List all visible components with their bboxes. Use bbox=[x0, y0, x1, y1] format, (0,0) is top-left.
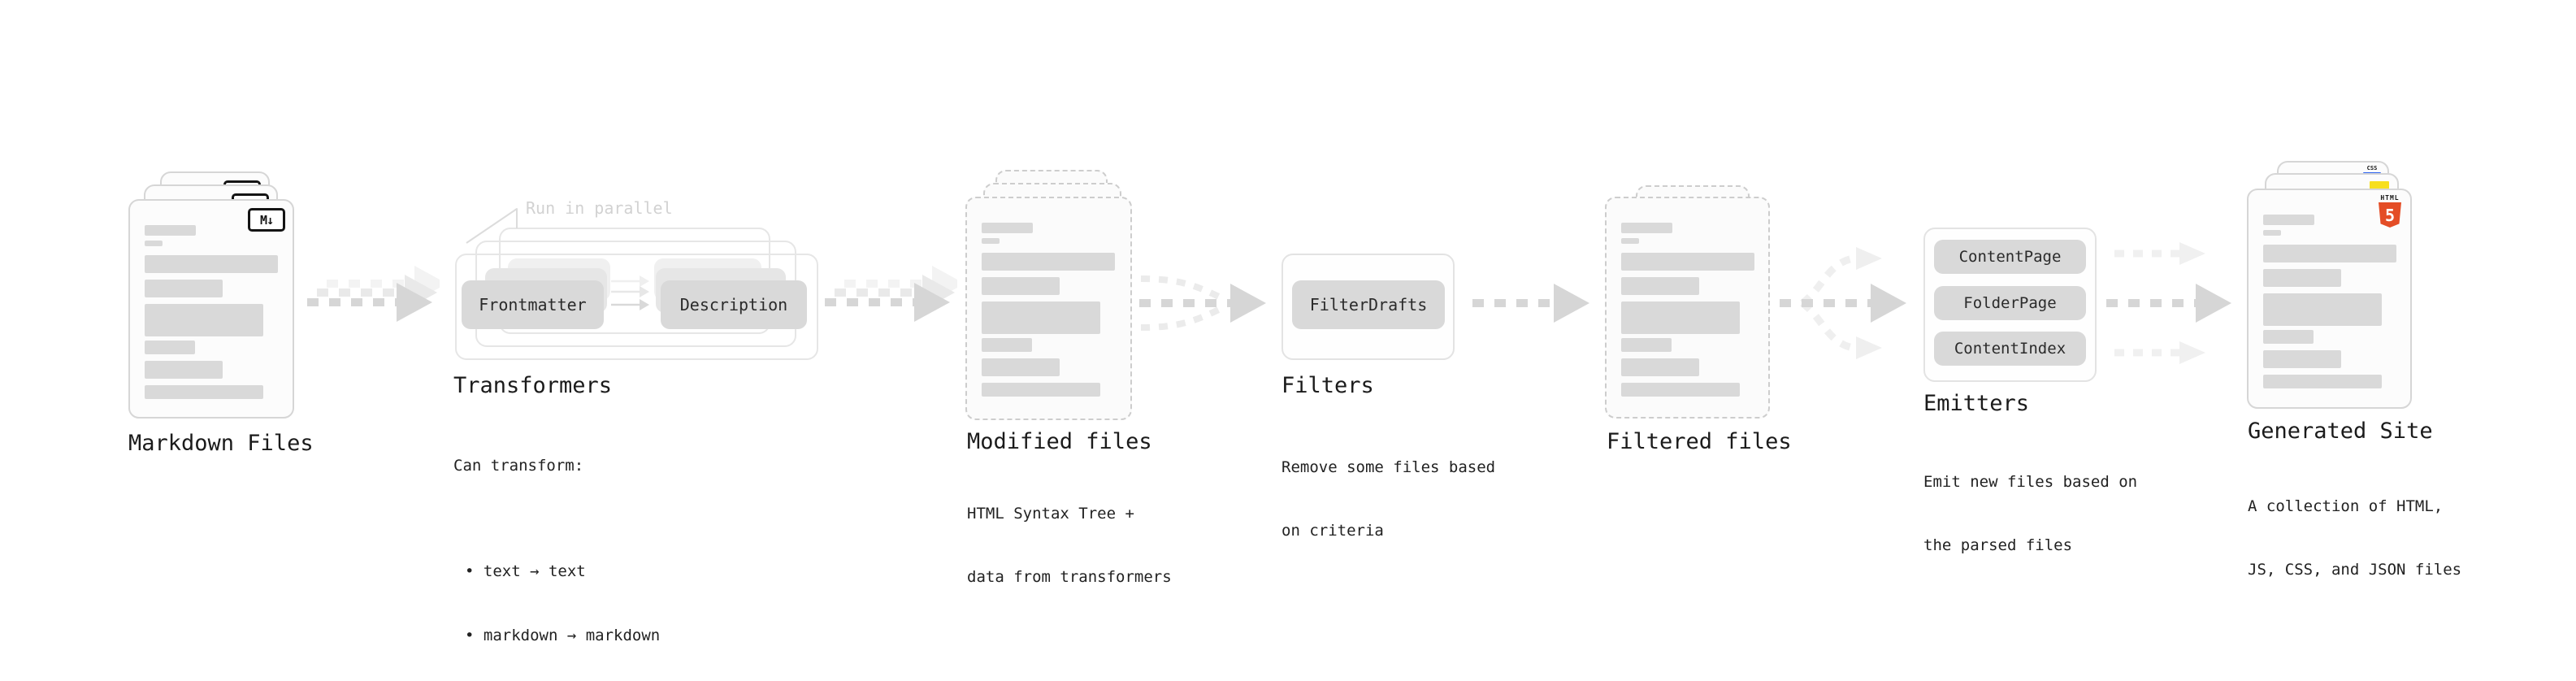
desc-line: on criteria bbox=[1281, 522, 1384, 540]
content-bar bbox=[982, 301, 1100, 334]
stage-label-generated-site: Generated Site bbox=[2248, 419, 2433, 444]
content-bar bbox=[982, 338, 1032, 352]
desc-line: JS, CSS, and JSON files bbox=[2248, 561, 2462, 579]
arrow-modified-to-filters bbox=[1139, 275, 1266, 331]
transformers-description: Can transform: text → text markdown → ma… bbox=[453, 413, 660, 681]
content-bar bbox=[2263, 293, 2382, 326]
content-bar bbox=[982, 277, 1060, 295]
content-bar bbox=[1621, 253, 1754, 271]
arrow-emitters-to-site bbox=[2106, 242, 2231, 364]
content-bar bbox=[1621, 223, 1672, 233]
desc-title: Can transform: bbox=[453, 457, 584, 475]
arrow-filtered-to-emitters bbox=[1780, 247, 1906, 359]
content-bar bbox=[982, 238, 1000, 244]
arrow-filters-to-filtered bbox=[1472, 284, 1589, 323]
content-bar bbox=[1621, 301, 1740, 334]
content-bar bbox=[145, 241, 163, 246]
desc-line: Emit new files based on bbox=[1923, 473, 2138, 491]
markdown-icon: M↓ bbox=[248, 208, 285, 232]
desc-line: HTML Syntax Tree + bbox=[967, 505, 1134, 523]
transform-bullet-list: text → text markdown → markdown html → h… bbox=[453, 518, 660, 681]
arrow-transformers-to-modified bbox=[825, 266, 957, 322]
html5-icon: HTML 5 bbox=[2376, 194, 2404, 228]
css-badge-label: CSS bbox=[2366, 165, 2378, 171]
content-bar bbox=[982, 253, 1115, 271]
arrow-markdown-to-transformers bbox=[307, 266, 440, 322]
stage-label-filtered-files: Filtered files bbox=[1607, 429, 1792, 454]
desc-line: A collection of HTML, bbox=[2248, 497, 2444, 515]
transformer-node-description: Description bbox=[661, 280, 807, 329]
content-bar bbox=[982, 223, 1033, 233]
content-bar bbox=[982, 383, 1100, 397]
desc-line: data from transformers bbox=[967, 568, 1172, 586]
content-bar bbox=[145, 225, 196, 236]
content-bar bbox=[2263, 245, 2396, 262]
filter-node-filterdrafts: FilterDrafts bbox=[1292, 280, 1445, 329]
run-in-parallel-annotation: Run in parallel bbox=[526, 198, 673, 218]
content-bar bbox=[145, 304, 263, 336]
filters-description: Remove some files based on criteria bbox=[1281, 414, 1495, 583]
emitter-node-contentindex: ContentIndex bbox=[1934, 332, 2086, 366]
stage-label-markdown-files: Markdown Files bbox=[128, 431, 314, 456]
content-bar bbox=[2263, 230, 2281, 236]
content-bar bbox=[2263, 269, 2341, 287]
content-bar bbox=[145, 280, 223, 297]
content-bar bbox=[1621, 338, 1672, 352]
desc-line: Remove some files based bbox=[1281, 458, 1496, 476]
content-bar bbox=[145, 385, 263, 399]
transformer-node-frontmatter: Frontmatter bbox=[462, 280, 604, 329]
content-bar bbox=[1621, 277, 1699, 295]
content-bar bbox=[145, 361, 223, 379]
content-bar bbox=[2263, 350, 2341, 368]
desc-line: the parsed files bbox=[1923, 536, 2073, 554]
filtered-doc-front bbox=[1605, 197, 1770, 419]
html5-shield: 5 bbox=[2379, 202, 2401, 228]
html5-icon-label: HTML bbox=[2380, 194, 2400, 202]
content-bar bbox=[145, 255, 278, 273]
stage-label-emitters: Emitters bbox=[1923, 391, 2030, 416]
content-bar bbox=[145, 340, 195, 354]
emitter-node-folderpage: FolderPage bbox=[1934, 286, 2086, 320]
stage-label-transformers: Transformers bbox=[453, 373, 613, 398]
content-bar bbox=[2263, 215, 2314, 225]
stage-label-filters: Filters bbox=[1281, 373, 1374, 398]
transformer-outline-front bbox=[455, 254, 818, 360]
content-bar bbox=[2263, 375, 2382, 388]
generated-site-description: A collection of HTML, JS, CSS, and JSON … bbox=[2248, 453, 2461, 622]
annotation-leader-line bbox=[466, 208, 518, 244]
content-bar bbox=[1621, 238, 1639, 244]
content-bar bbox=[1621, 358, 1699, 376]
bullet-item: markdown → markdown bbox=[453, 625, 660, 647]
parallel-flow-arrows bbox=[611, 275, 649, 310]
markdown-doc-front: M↓ bbox=[128, 199, 294, 419]
site-doc-html: HTML 5 bbox=[2247, 189, 2412, 409]
emitter-node-contentpage: ContentPage bbox=[1934, 240, 2086, 274]
content-bar bbox=[982, 358, 1060, 376]
emitters-description: Emit new files based on the parsed files bbox=[1923, 429, 2137, 598]
bullet-item: text → text bbox=[453, 561, 660, 583]
content-bar bbox=[2263, 330, 2314, 344]
content-bar bbox=[1621, 383, 1740, 397]
modified-doc-front bbox=[965, 197, 1132, 420]
modified-files-description: HTML Syntax Tree + data from transformer… bbox=[967, 461, 1172, 630]
stage-label-modified-files: Modified files bbox=[967, 429, 1152, 454]
